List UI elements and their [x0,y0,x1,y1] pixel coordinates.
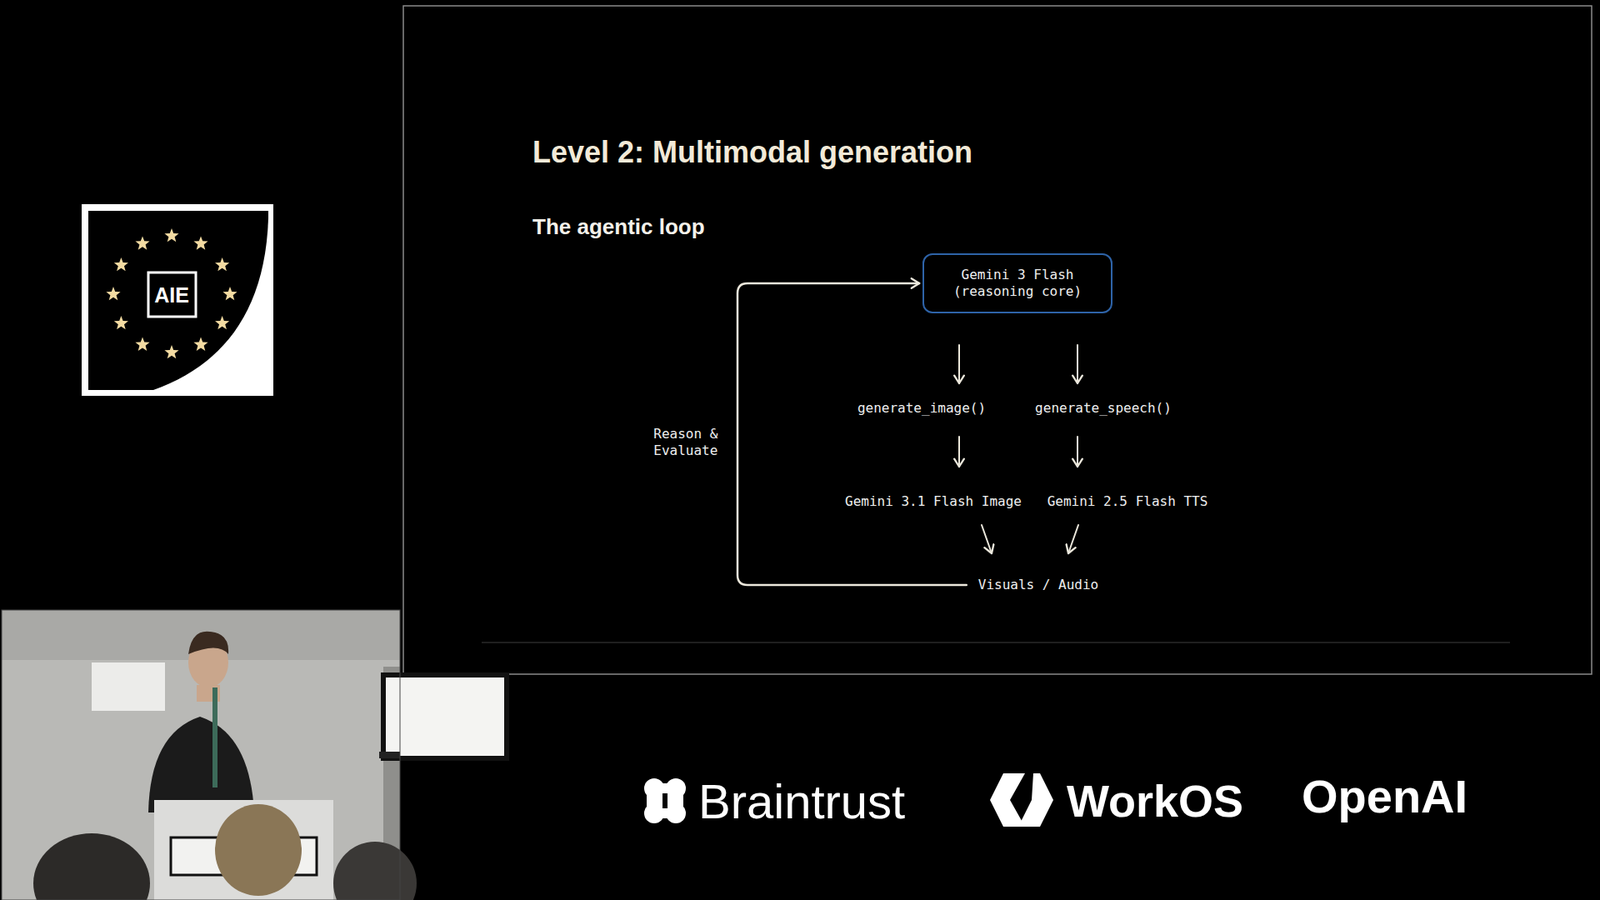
sponsor-name: WorkOS [1066,775,1244,827]
flow-arrow [958,436,960,467]
output-name: Visuals / Audio [973,570,1105,600]
speaker-video [1,610,507,900]
node-text: generate_image() [857,400,986,417]
model-name: Gemini 3.1 Flash Image [840,486,1027,517]
sponsor-name: OpenAI [1301,769,1468,824]
aie-logo [81,204,274,396]
slide-frame [403,5,1592,675]
slide-title: Level 2: Multimodal generation [532,135,973,170]
process-box: Gemini 3 Flash (reasoning core) [922,253,1113,314]
feedback-loop [737,283,967,585]
braintrust-icon [644,778,686,824]
flow-arrow [1068,525,1079,554]
flow-arrow [1076,436,1079,467]
flow-arrow [1076,345,1079,384]
flow-arrow [981,525,992,554]
sponsor-name: Braintrust [698,773,905,830]
function-name: generate_image() [852,393,991,424]
node-text: Visuals / Audio [978,576,1100,594]
node-text: Gemini 3.1 Flash Image [845,493,1022,510]
diagram-heading: The agentic loop [532,214,705,240]
slide-rule [481,641,1510,644]
function-name: generate_speech() [1030,393,1177,424]
node-text: generate_speech() [1035,400,1172,417]
flow-arrow [958,345,960,384]
logo-text: AIE [154,283,190,308]
model-name: Gemini 2.5 Flash TTS [1042,486,1214,517]
edge-label: Reason & Evaluate [651,424,728,461]
node-text: Gemini 3 Flash (reasoning core) [949,266,1086,300]
node-text: Gemini 2.5 Flash TTS [1047,493,1209,510]
workos-icon [990,773,1054,827]
